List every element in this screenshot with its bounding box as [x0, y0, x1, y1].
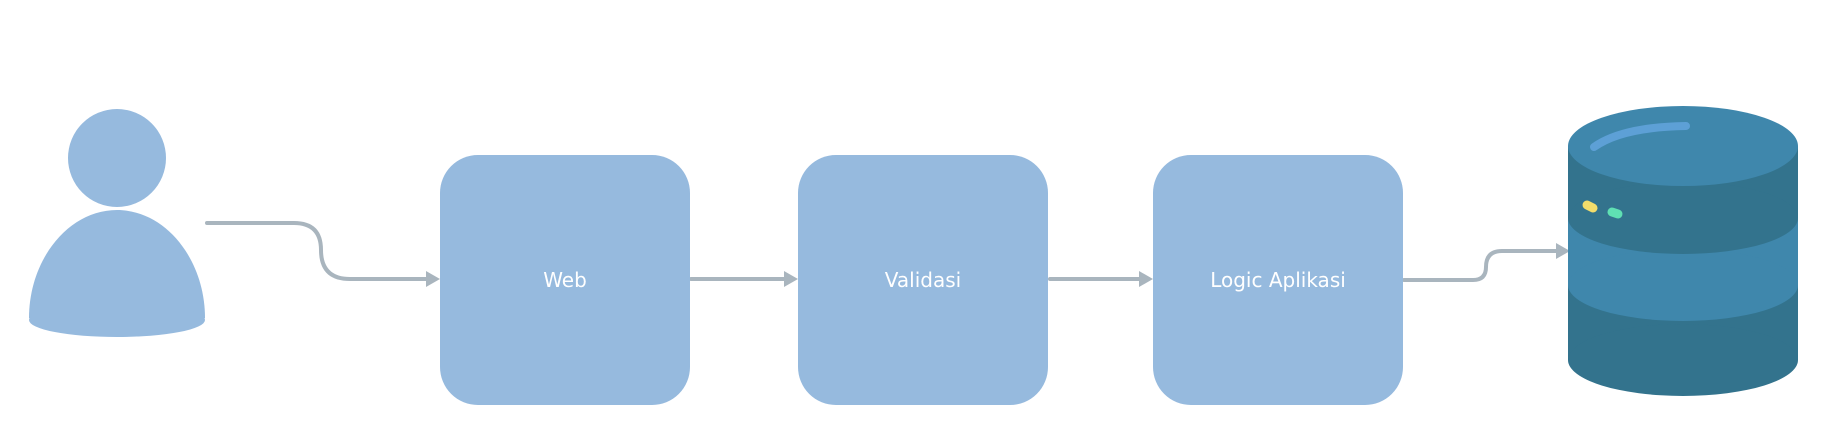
- process-label-web: Web: [543, 268, 587, 292]
- connector-logic-to-database: [1402, 249, 1564, 282]
- database-icon: [1568, 106, 1798, 396]
- user-base: [29, 303, 205, 337]
- arrowhead-web: [426, 271, 440, 287]
- user-body: [29, 210, 205, 318]
- database-upper-layer-curve: [1568, 182, 1798, 254]
- arrowheads: [426, 243, 1570, 287]
- database-led-yellow: [1582, 200, 1598, 213]
- database-middle-band-curve: [1568, 249, 1798, 321]
- process-box-web: Web: [440, 155, 690, 405]
- connector-user-to-web: [205, 221, 434, 281]
- process-label-validasi: Validasi: [884, 268, 962, 292]
- user-head: [68, 109, 166, 207]
- database-bottom-cap: [1568, 324, 1798, 396]
- database-highlight: [1590, 122, 1690, 151]
- database-led-green: [1607, 207, 1623, 219]
- connectors: [205, 221, 1564, 282]
- process-box-validasi: Validasi: [798, 155, 1048, 405]
- process-label-logic-aplikasi: Logic Aplikasi: [1210, 268, 1346, 292]
- database-top-lid: [1568, 106, 1798, 186]
- user-icon: [29, 109, 205, 337]
- process-box-logic-aplikasi: Logic Aplikasi: [1153, 155, 1403, 405]
- arrowhead-database: [1556, 243, 1570, 259]
- arrowhead-validasi: [784, 271, 798, 287]
- arrowhead-logic: [1139, 271, 1153, 287]
